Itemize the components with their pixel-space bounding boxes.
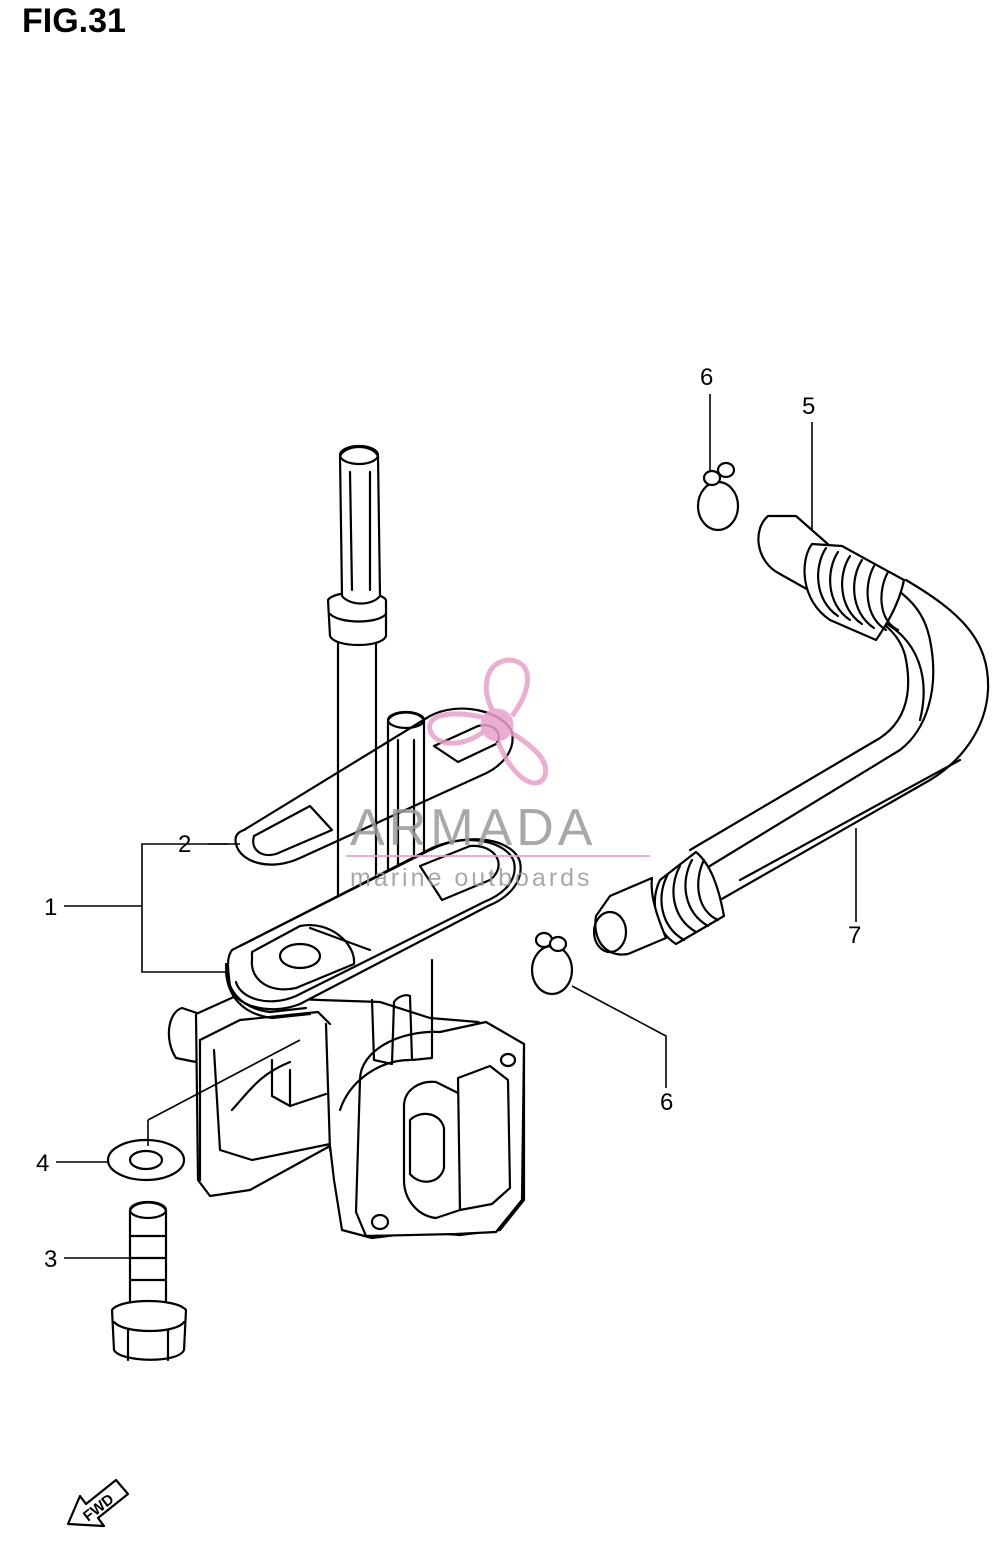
callout-labels: 2 1 4 3 6 5 7 6: [36, 364, 861, 1273]
callout-3: 3: [44, 1246, 57, 1273]
callout-2: 2: [178, 831, 191, 858]
callout-6-lower: 6: [660, 1089, 673, 1116]
hose-clip-lower: [530, 931, 574, 996]
hose-end-upper: [757, 514, 906, 642]
callout-4: 4: [36, 1150, 49, 1177]
callout-5: 5: [802, 393, 815, 420]
propeller-logo-icon: [427, 657, 549, 786]
watermark-brand: ARMADA: [350, 799, 596, 857]
callout-6-upper: 6: [700, 364, 713, 391]
fuel-cock-body: [167, 958, 526, 1240]
callout-7: 7: [848, 922, 861, 949]
watermark-tagline: marine outboards: [350, 864, 593, 892]
armada-watermark: ARMADA marine outboards: [346, 657, 650, 892]
bolt: [110, 1200, 188, 1362]
leader-lines: [56, 394, 857, 1259]
hose-clip-upper: [696, 461, 740, 532]
arrow-icon: [66, 1478, 130, 1528]
callout-1: 1: [44, 894, 57, 921]
fwd-direction-indicator: FWD: [66, 1478, 130, 1528]
hose-end-lower: [592, 850, 726, 956]
figure-title: FIG.31: [22, 2, 126, 40]
washer: [106, 1138, 186, 1182]
